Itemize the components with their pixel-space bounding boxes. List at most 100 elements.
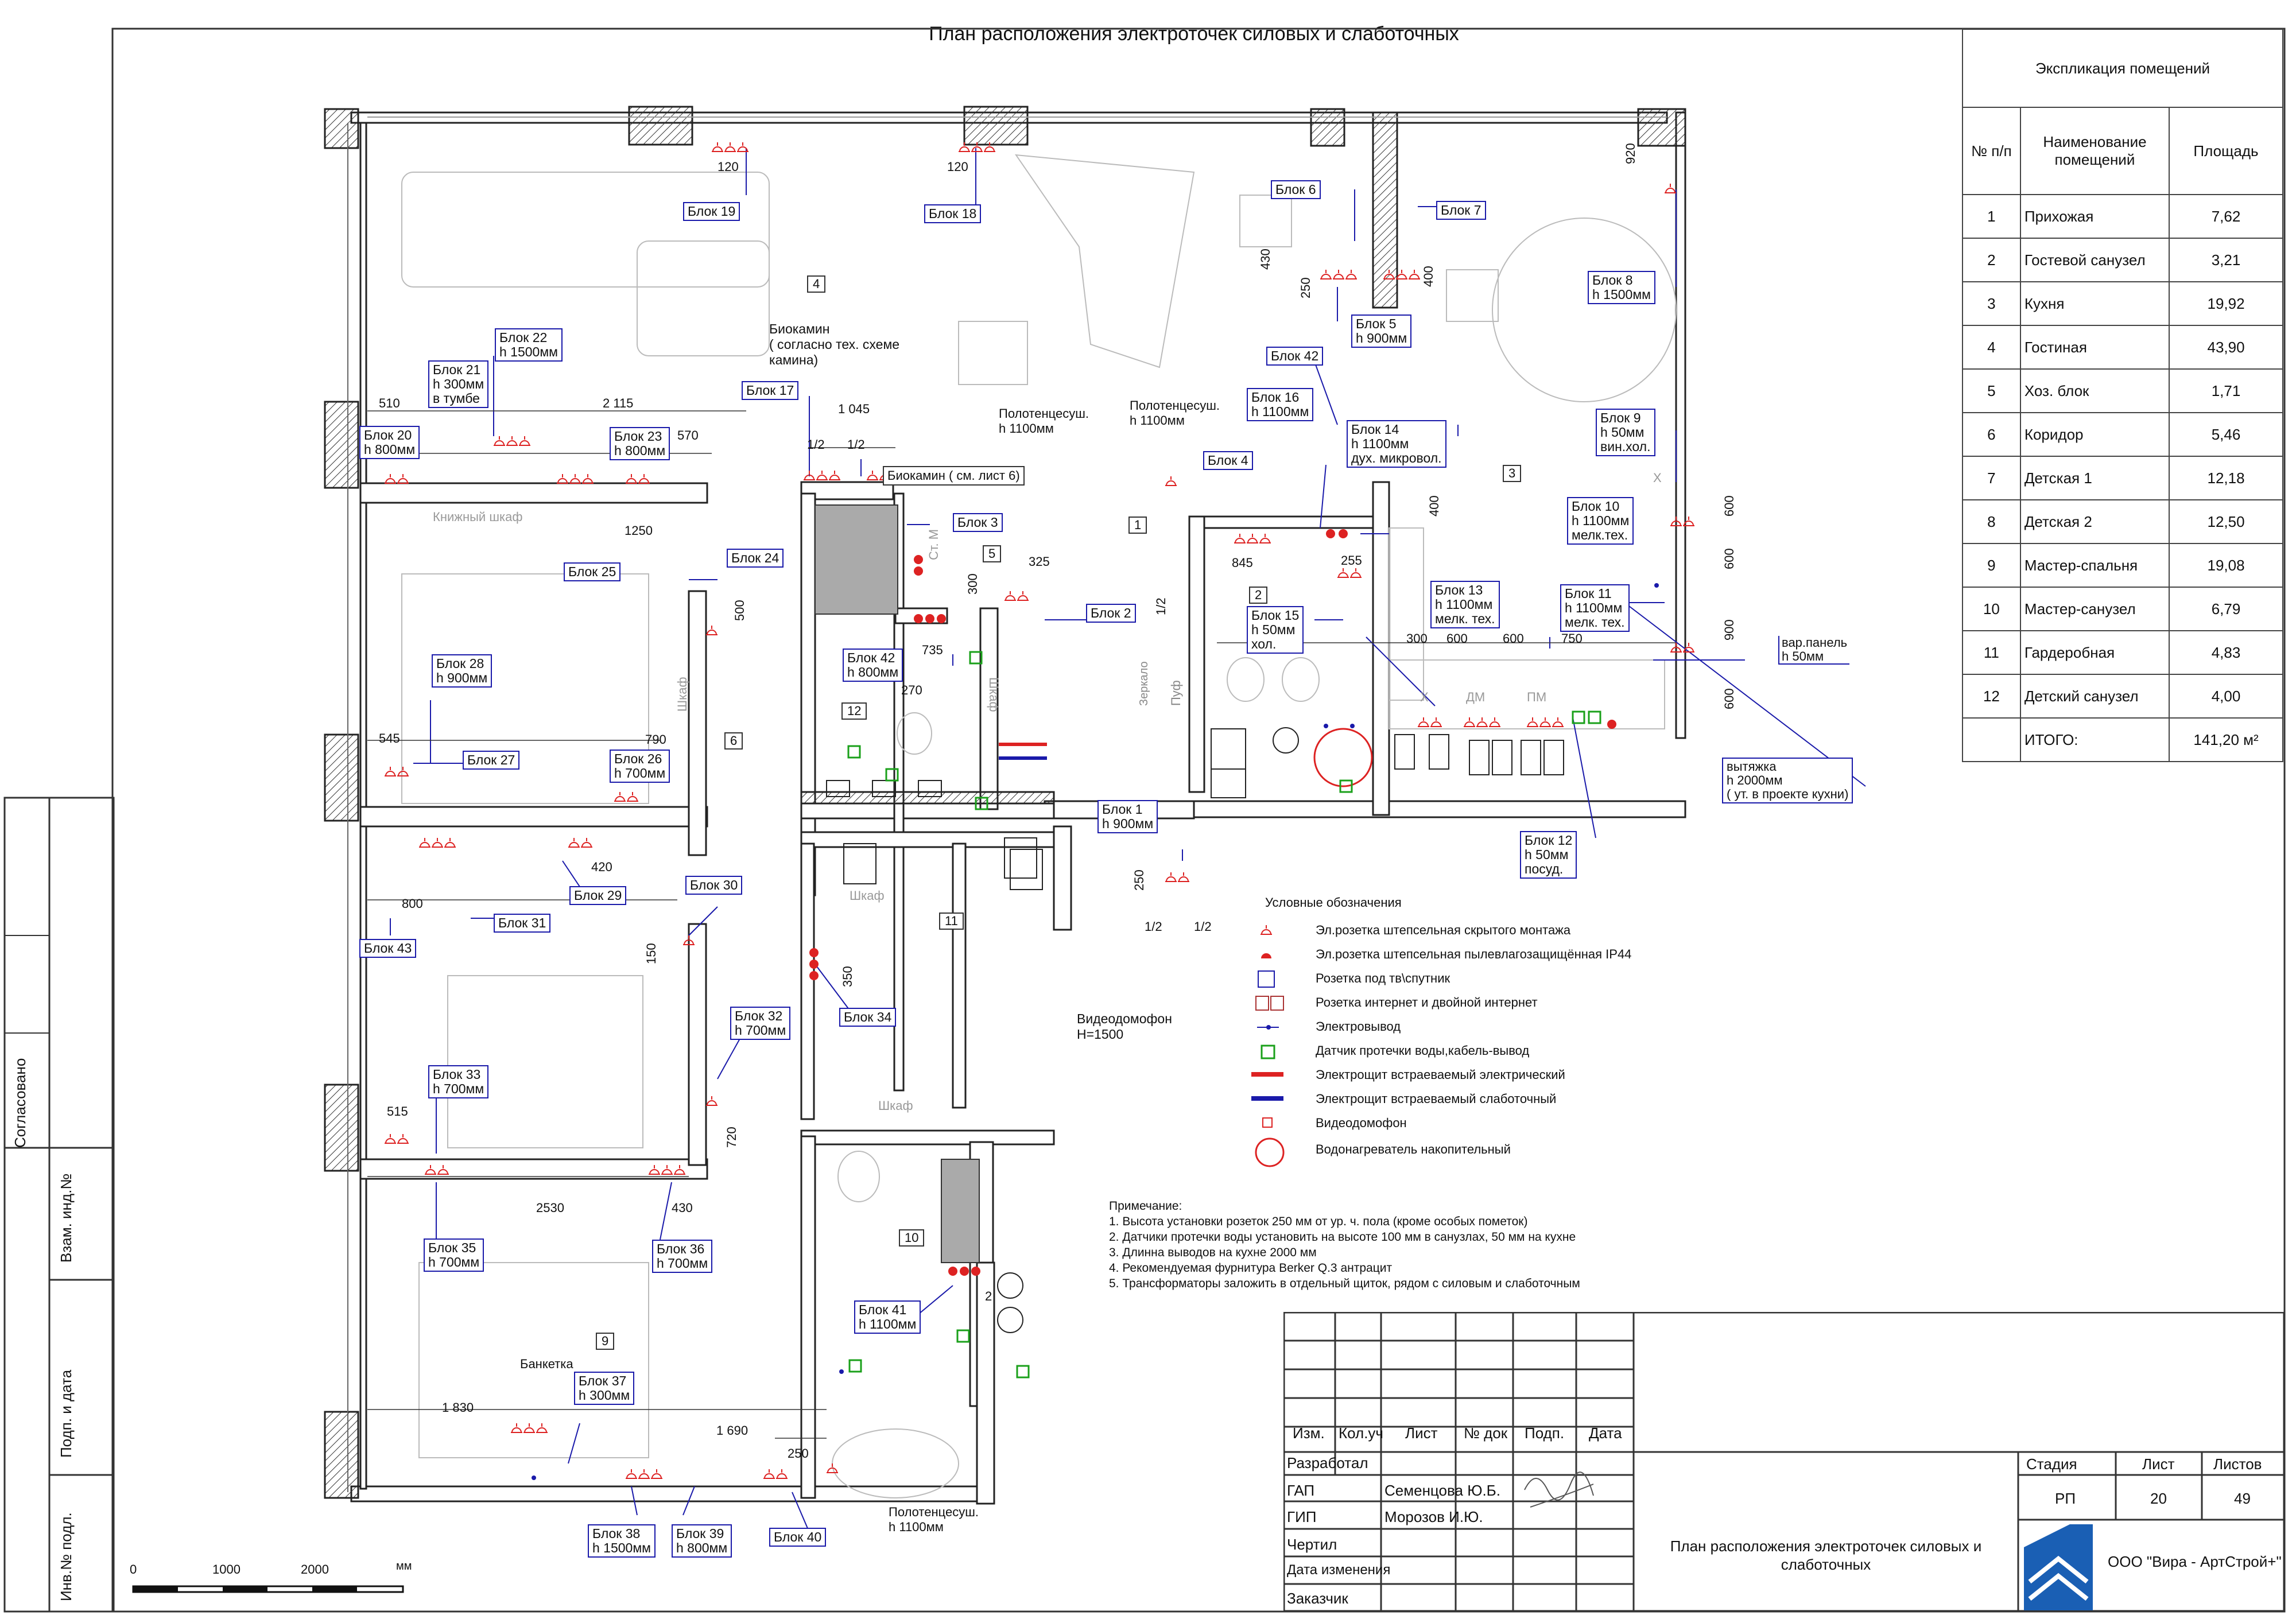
block-label-line: Блок 10 (1572, 499, 1620, 514)
socket-icon (1527, 717, 1538, 727)
scale-bar (132, 1585, 404, 1593)
block-label-line: Блок 33 (433, 1067, 481, 1082)
dimension-label: 430 (672, 1201, 693, 1215)
socket-icon (737, 142, 748, 152)
dimension-label: 2 (985, 1289, 992, 1303)
wardrobe-label-2: Шкаф (878, 1098, 913, 1113)
legend-item: Датчик протечки воды,кабель-вывод (1316, 1043, 1530, 1058)
block-label-line: Блок 29 (574, 888, 622, 903)
water-heater-icon (1255, 1137, 1285, 1167)
power-panel-icon (1251, 1072, 1283, 1077)
double-internet-socket-icon (1270, 996, 1284, 1011)
page-title: План расположения электроточек силовых и… (929, 23, 1459, 45)
towel-dryer-note-1: h 1100мм (999, 421, 1054, 436)
socket-icon (432, 838, 443, 848)
towel-dryer-note-2: h 1100мм (1130, 413, 1185, 428)
block-label-line: Блок 6 (1275, 182, 1316, 197)
block-label-line: Блок 4 (1208, 453, 1248, 468)
stamp-role-drawn: Чертил (1287, 1536, 1337, 1553)
block-label-b29: Блок 29 (569, 886, 627, 905)
block-label-line: h 800мм (847, 665, 899, 680)
dimension-label: 600 (1722, 495, 1736, 517)
electric-outlet-icon (1350, 724, 1355, 728)
socket-icon (661, 1165, 673, 1175)
block-label-line: h 50мм (1251, 622, 1296, 637)
ip44-socket-icon (914, 566, 923, 576)
dimension-label: 845 (1232, 556, 1253, 570)
signature (1524, 1471, 1594, 1508)
socket-icon (674, 1165, 685, 1175)
socket-icon (867, 471, 878, 480)
dimension-label: 250 (1132, 869, 1146, 891)
block-label-line: h 1100мм (1351, 436, 1409, 451)
socket-icon (627, 792, 638, 802)
block-label-line: h 700мм (433, 1081, 484, 1096)
block-label-line: h 50мм (1525, 847, 1569, 862)
note-line: 5. Трансформаторы заложить в отдельный щ… (1109, 1277, 1580, 1290)
bench-label: Банкетка (520, 1357, 573, 1371)
ip44-socket-icon (914, 614, 923, 623)
room-number: 9 (596, 1333, 615, 1350)
leak-sensor-icon (1572, 710, 1585, 724)
block-label-b4: Блок 4 (1203, 451, 1253, 470)
block-label-line: мелк.тех. (1572, 527, 1628, 542)
leak-sensor-icon (1016, 1365, 1030, 1379)
stamp-name-gap: Семенцова Ю.Б. (1384, 1482, 1500, 1499)
block-label-line: h 700мм (657, 1256, 708, 1271)
block-label-line: Блок 23 (614, 429, 662, 444)
towel-dryer-note-2: Полотенцесуш. (1130, 398, 1220, 413)
block-label-line: Блок 36 (657, 1241, 705, 1256)
stamp-stage-head: Стадия (2026, 1455, 2077, 1473)
leak-sensor-legend-icon (1261, 1045, 1275, 1059)
block-label-line: Блок 7 (1441, 203, 1481, 218)
dishwasher-label: ПМ (1527, 690, 1547, 704)
block-label-line: Блок 35 (428, 1240, 476, 1255)
socket-icon (1418, 717, 1429, 727)
side-stamp-frame (3, 797, 115, 1613)
socket-icon (1350, 568, 1362, 578)
ip44-socket-icon (1339, 529, 1348, 538)
pouf-label: Пуф (1169, 680, 1183, 706)
ip44-socket-icon (809, 960, 819, 969)
block-label-b17: Блок 17 (742, 381, 799, 400)
block-label-line: h 700мм (428, 1255, 480, 1269)
block-label-line: h 1100мм (859, 1317, 917, 1331)
dimension-label: 790 (645, 732, 666, 747)
socket-icon (1476, 717, 1488, 727)
lowcurrent-panel-icon (1251, 1096, 1283, 1101)
towel-dryer-note-3: h 1100мм (889, 1520, 944, 1534)
block-label-line: Блок 37 (579, 1373, 627, 1388)
block-label-line: Блок 15 (1251, 608, 1300, 623)
block-label-line: Блок 14 (1351, 422, 1399, 437)
stamp-col-izm: Изм. (1293, 1424, 1325, 1442)
socket-icon (1320, 270, 1332, 279)
note-line: 1. Высота установки розеток 250 мм от ур… (1109, 1215, 1528, 1228)
block-label-line: Блок 31 (498, 915, 546, 930)
block-label-line: Блок 8 (1592, 273, 1633, 288)
block-label-b3: Блок 3 (953, 513, 1003, 532)
electric-outlet-icon (839, 1369, 844, 1374)
walls (324, 106, 1686, 1505)
stamp-sheet-title: План расположения электроточек силовых и… (1670, 1537, 1982, 1573)
dimension-label: 350 (840, 966, 855, 987)
dimension-label: 600 (1503, 631, 1524, 646)
socket-icon (1165, 872, 1177, 882)
socket-icon (425, 1165, 436, 1175)
ip44-socket-icon (937, 614, 946, 623)
socket-icon (683, 935, 695, 945)
block-label-b19: Блок 19 (683, 202, 740, 221)
block-label-line: Блок 38 (592, 1526, 641, 1541)
stamp-sheet-head: Лист (2142, 1455, 2175, 1473)
